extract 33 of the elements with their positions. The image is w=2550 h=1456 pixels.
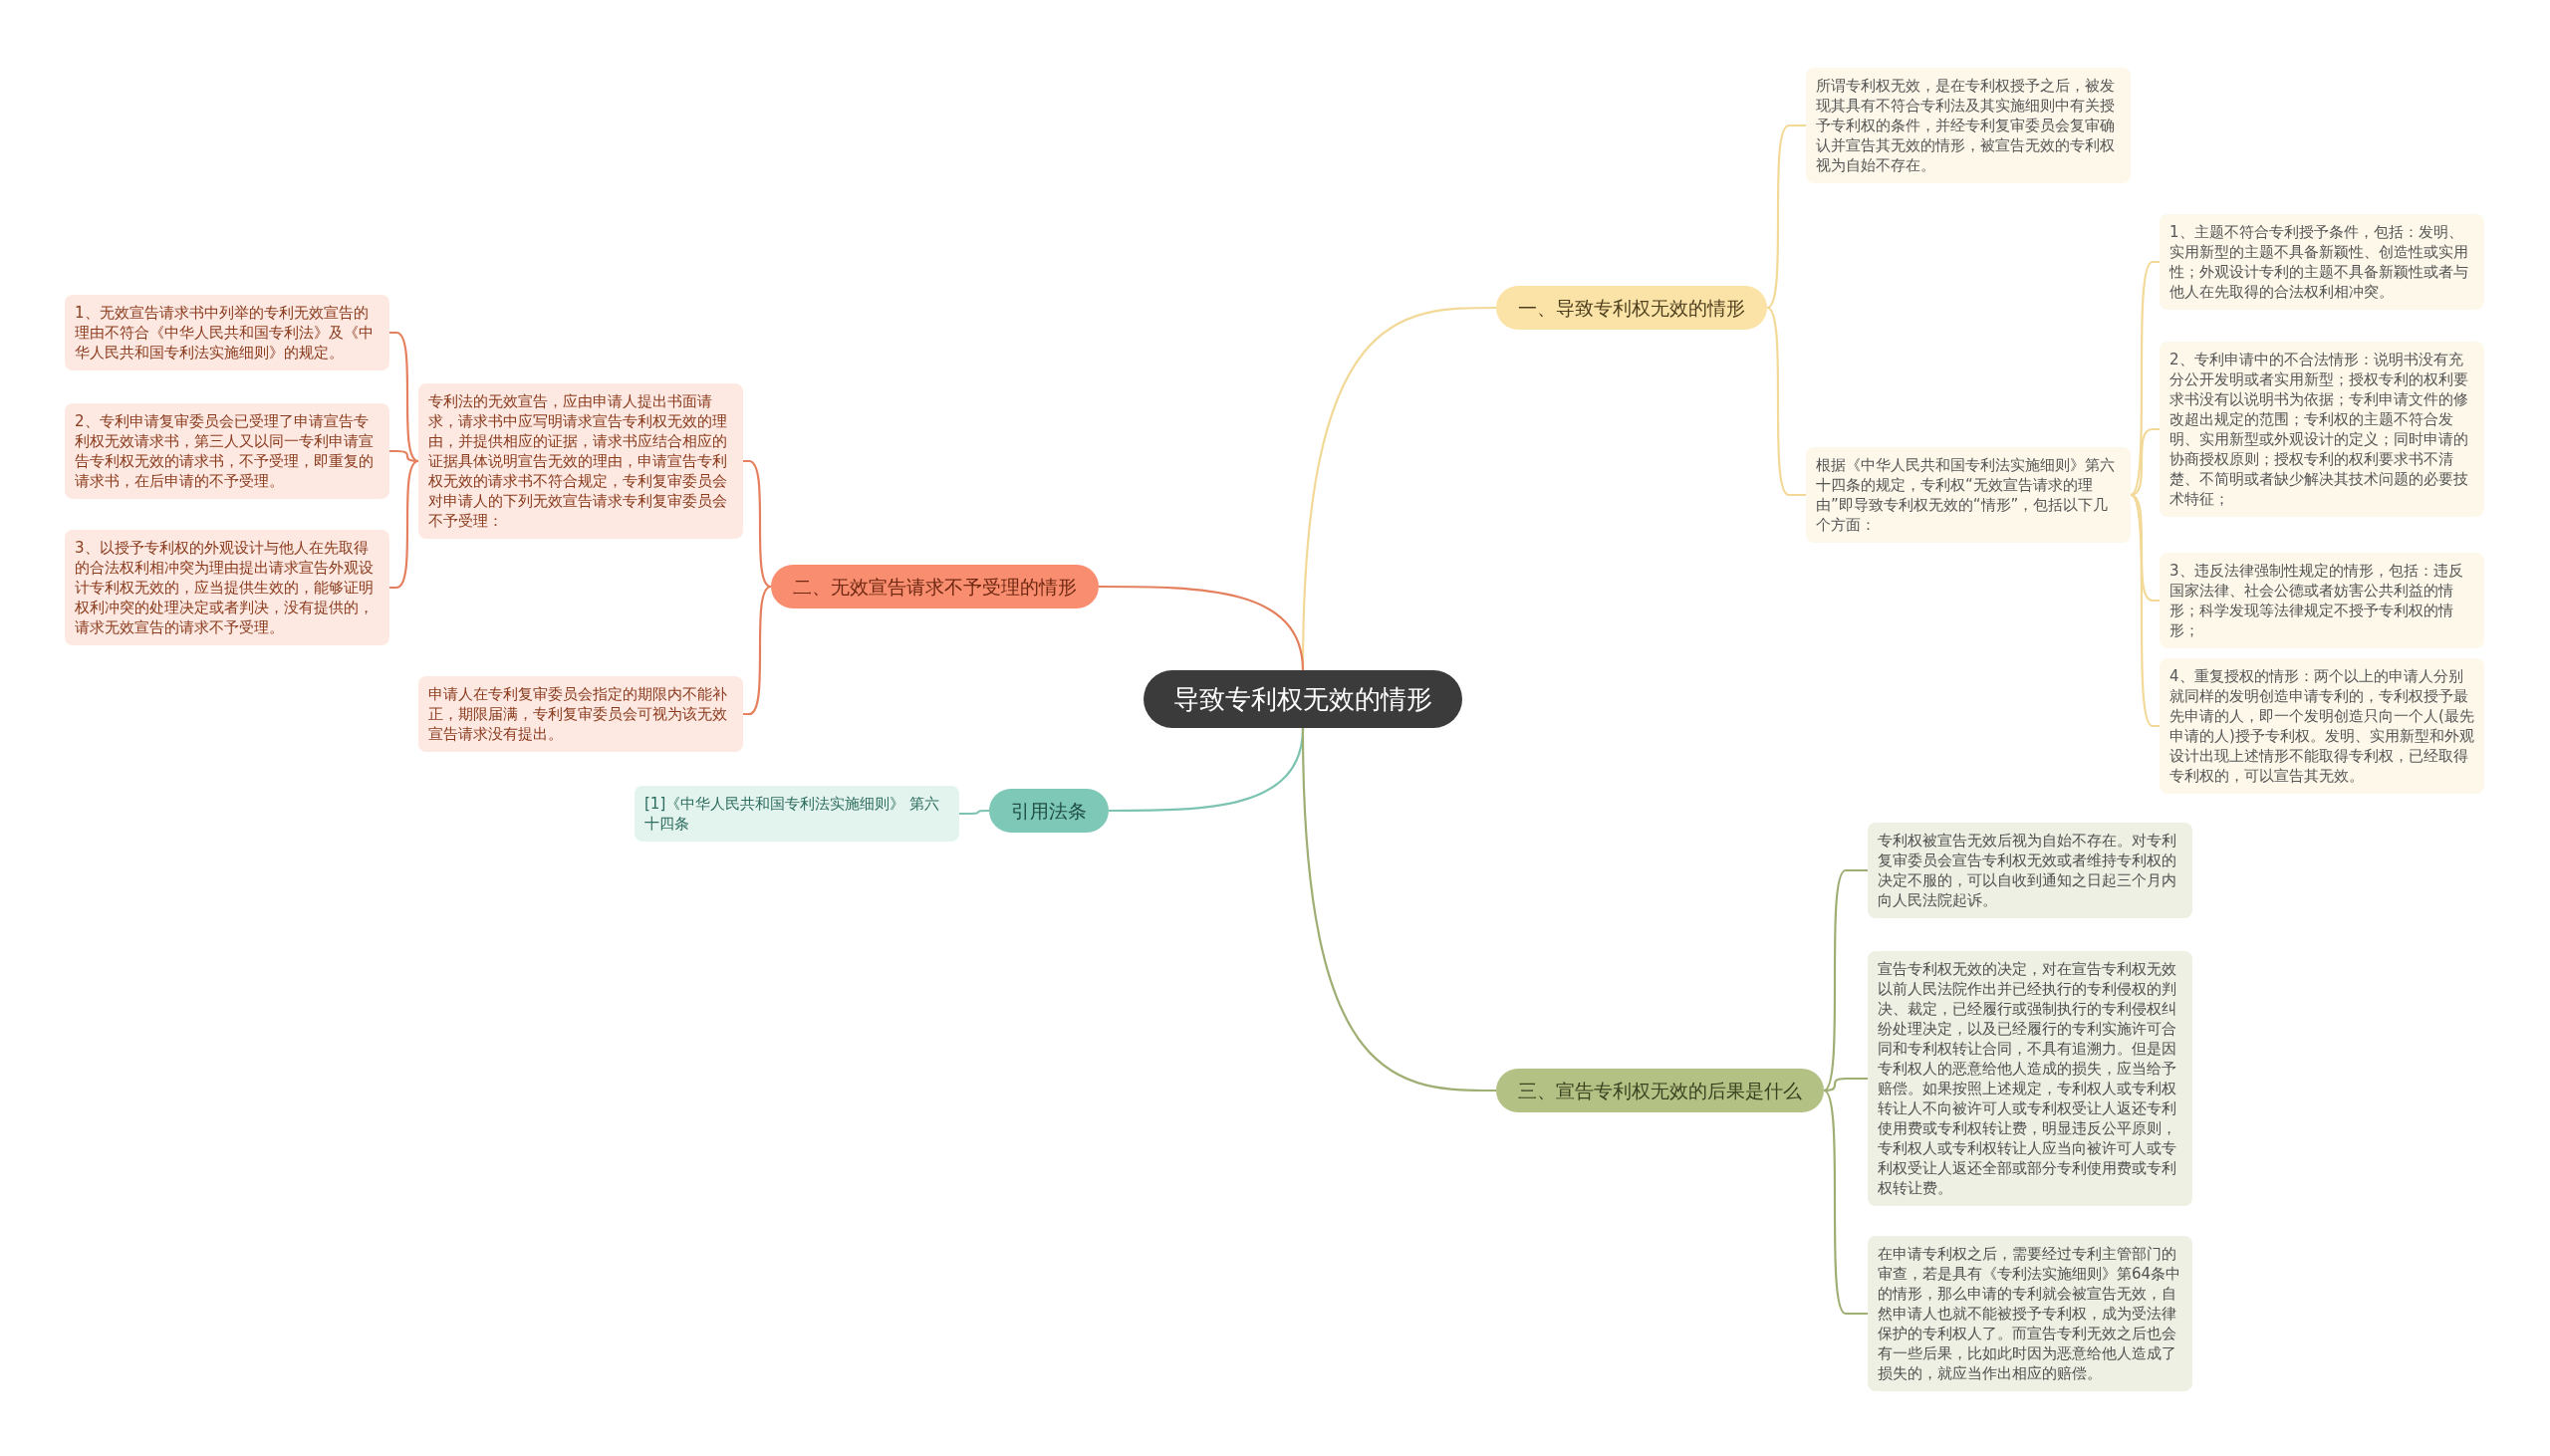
connector-line <box>389 331 419 462</box>
note-box: 3、违反法律强制性规定的情形，包括：违反国家法律、社会公德或者妨害公共利益的情形；科学发现等法律规定不授予专利权的情形； <box>2160 553 2484 648</box>
note-box: 1、无效宣告请求书中列举的专利无效宣告的理由不符合《中华人民共和国专利法》及《中华人民共和国专利法实施细则》的规定。 <box>65 295 389 370</box>
note-box: 所谓专利权无效，是在专利权授予之后，被发现其具有不符合专利法及其实施细则中有关授予专利权的条件，并经专利复审委员会复审确认并宣告其无效的情形，被宣告无效的专利权视为自始不存在。 <box>1806 68 2131 183</box>
note-box: 4、重复授权的情形：两个以上的申请人分别就同样的发明创造申请专利的，专利权授予最先申请的人，即一个发明创造只向一个人(最先申请的人)授予专利权。发明、实用新型和外观设计出现上述情形不能取得专利权，已经取得专利权的，可以宣告其无效。 <box>2160 658 2484 794</box>
branch-topic: 三、宣告专利权无效的后果是什么 <box>1496 1069 1824 1112</box>
connector-line <box>1301 727 1496 1092</box>
connector-line <box>743 459 772 588</box>
note-box: 在申请专利权之后，需要经过专利主管部门的审查，若是具有《专利法实施细则》第64条中的情形，那么申请的专利就会被宣告无效，自然申请人也就不能被授予专利权，成为受法律保护的专利权人了。而宣告专利无效之后也会有一些后果，比如此时因为恶意给他人造成了损失的，就应当作出相应的赔偿。 <box>1868 1236 2192 1391</box>
connector-line <box>389 460 419 590</box>
connector-line <box>2130 494 2160 603</box>
connector-line <box>1823 868 1868 1092</box>
note-box: 申请人在专利复审委员会指定的期限内不能补正，期限届满，专利复审委员会可视为该无效宣告请求没有提出。 <box>418 676 743 752</box>
note-box: [1]《中华人民共和国专利法实施细则》 第六十四条 <box>635 786 959 842</box>
note-box: 2、专利申请中的不合法情形：说明书没有充分公开发明或者实用新型；授权专利的权利要求书没有以说明书为依据；专利申请文件的修改超出规定的范围；专利权的主题不符合发明、实用新型或外观设计的定义；同时申请的协商授权原则；授权专利的权利要求书不清楚、不简明或者缺少解决其技术问题的必要技术特征； <box>2160 342 2484 517</box>
connector-line <box>2130 260 2160 496</box>
branch-topic: 二、无效宣告请求不予受理的情形 <box>771 565 1099 608</box>
central-topic: 导致专利权无效的情形 <box>1144 670 1462 728</box>
connector-line <box>1823 1077 1868 1092</box>
note-box: 2、专利申请复审委员会已受理了申请宣告专利权无效请求书，第三人又以同一专利申请宣告专利权无效的请求书，不予受理，即重复的请求书，在后申请的不予受理。 <box>65 403 389 499</box>
connector-line <box>959 809 989 816</box>
note-box: 根据《中华人民共和国专利法实施细则》第六十四条的规定，专利权“无效宣告请求的理由”即导致专利权无效的“情形”，包括以下几个方面： <box>1806 447 2131 543</box>
connector-line <box>743 586 772 716</box>
note-box: 专利法的无效宣告，应由申请人提出书面请求，请求书中应写明请求宣告专利权无效的理由，并提供相应的证据，请求书应结合相应的证据具体说明宣告无效的理由，申请宣告专利权无效的请求书不符合规定，专利复审委员会对申请人的下列无效宣告请求专利复审委员会不予受理： <box>418 383 743 539</box>
branch-topic: 引用法条 <box>989 789 1109 833</box>
connector-line <box>2130 494 2160 728</box>
connector-line <box>1099 585 1305 671</box>
connector-line <box>2130 427 2160 497</box>
note-box: 3、以授予专利权的外观设计与他人在先取得的合法权利相冲突为理由提出请求宣告外观设计专利权无效的，应当提供生效的，能够证明权利冲突的处理决定或者判决，没有提供的，请求无效宣告的请求不予受理。 <box>65 530 389 645</box>
note-box: 宣告专利权无效的决定，对在宣告专利权无效以前人民法院作出并已经执行的专利侵权的判决、裁定，已经履行或强制执行的专利侵权纠纷处理决定，以及已经履行的专利实施许可合同和专利权转让合同，不具有追溯力。但是因专利权人的恶意给他人造成的损失，应当给予赔偿。如果按照上述规定，专利权人或专利权转让人不向被许可人或专利权受让人返还专利使用费或专利权转让费，明显违反公平原则，专利权人或专利权转让人应当向被许可人或专利权受让人返还全部或部分专利使用费或专利权转让费。 <box>1868 951 2192 1206</box>
note-box: 1、主题不符合专利授予条件，包括：发明、实用新型的主题不具备新颖性、创造性或实用性；外观设计专利的主题不具备新颖性或者与他人在先取得的合法权利相冲突。 <box>2160 214 2484 310</box>
branch-topic: 一、导致专利权无效的情形 <box>1496 286 1767 330</box>
note-box: 专利权被宣告无效后视为自始不存在。对专利复审委员会宣告专利权无效或者维持专利权的决定不服的，可以自收到通知之日起三个月内向人民法院起诉。 <box>1868 823 2192 918</box>
